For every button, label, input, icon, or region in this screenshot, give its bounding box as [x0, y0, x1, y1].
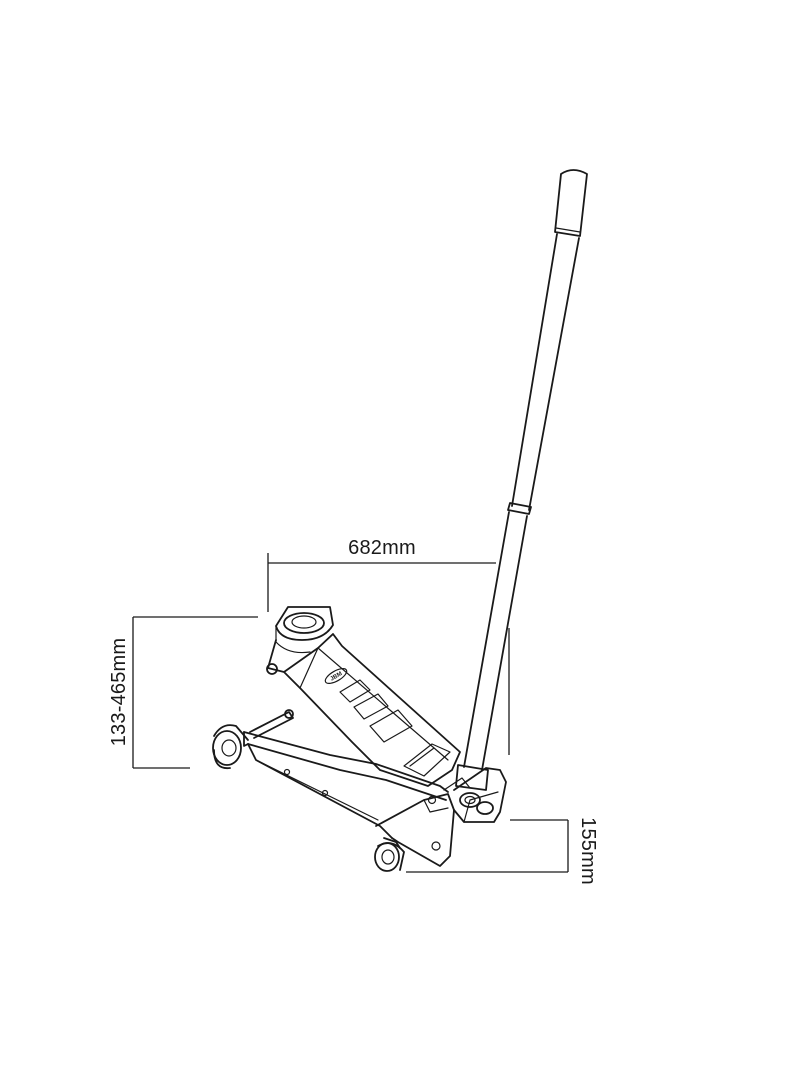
lift-arm: JBM [266, 606, 461, 787]
handle-lower-shaft [463, 511, 528, 771]
handle [455, 169, 588, 791]
rear-bracket [453, 767, 507, 823]
pump-cover [403, 743, 451, 777]
saddle [275, 606, 334, 654]
handle-grip [554, 169, 588, 237]
handle-upper-shaft [511, 233, 580, 511]
front-axle [249, 709, 294, 739]
arm-window-2 [353, 693, 389, 720]
rear-side-plate [375, 793, 455, 867]
dimension-chassis-height: 155mm [406, 817, 599, 885]
handle-joint [507, 502, 532, 515]
brand-badge: JBM [324, 668, 348, 684]
dimension-lift-height: 133-465mm [108, 616, 258, 769]
arm-window-3 [369, 709, 413, 743]
dimension-length-label: 682mm [348, 537, 416, 559]
arm-window-1 [339, 679, 371, 703]
rear-caster [374, 837, 405, 872]
chassis [243, 731, 507, 867]
front-wheel [212, 724, 249, 770]
dimension-lift-height-label: 133-465mm [108, 638, 130, 747]
handle-socket [455, 764, 489, 791]
dimension-length: 682mm [267, 537, 496, 612]
brand-badge-label: JBM [330, 671, 344, 683]
dimension-chassis-height-label: 155mm [577, 817, 599, 885]
